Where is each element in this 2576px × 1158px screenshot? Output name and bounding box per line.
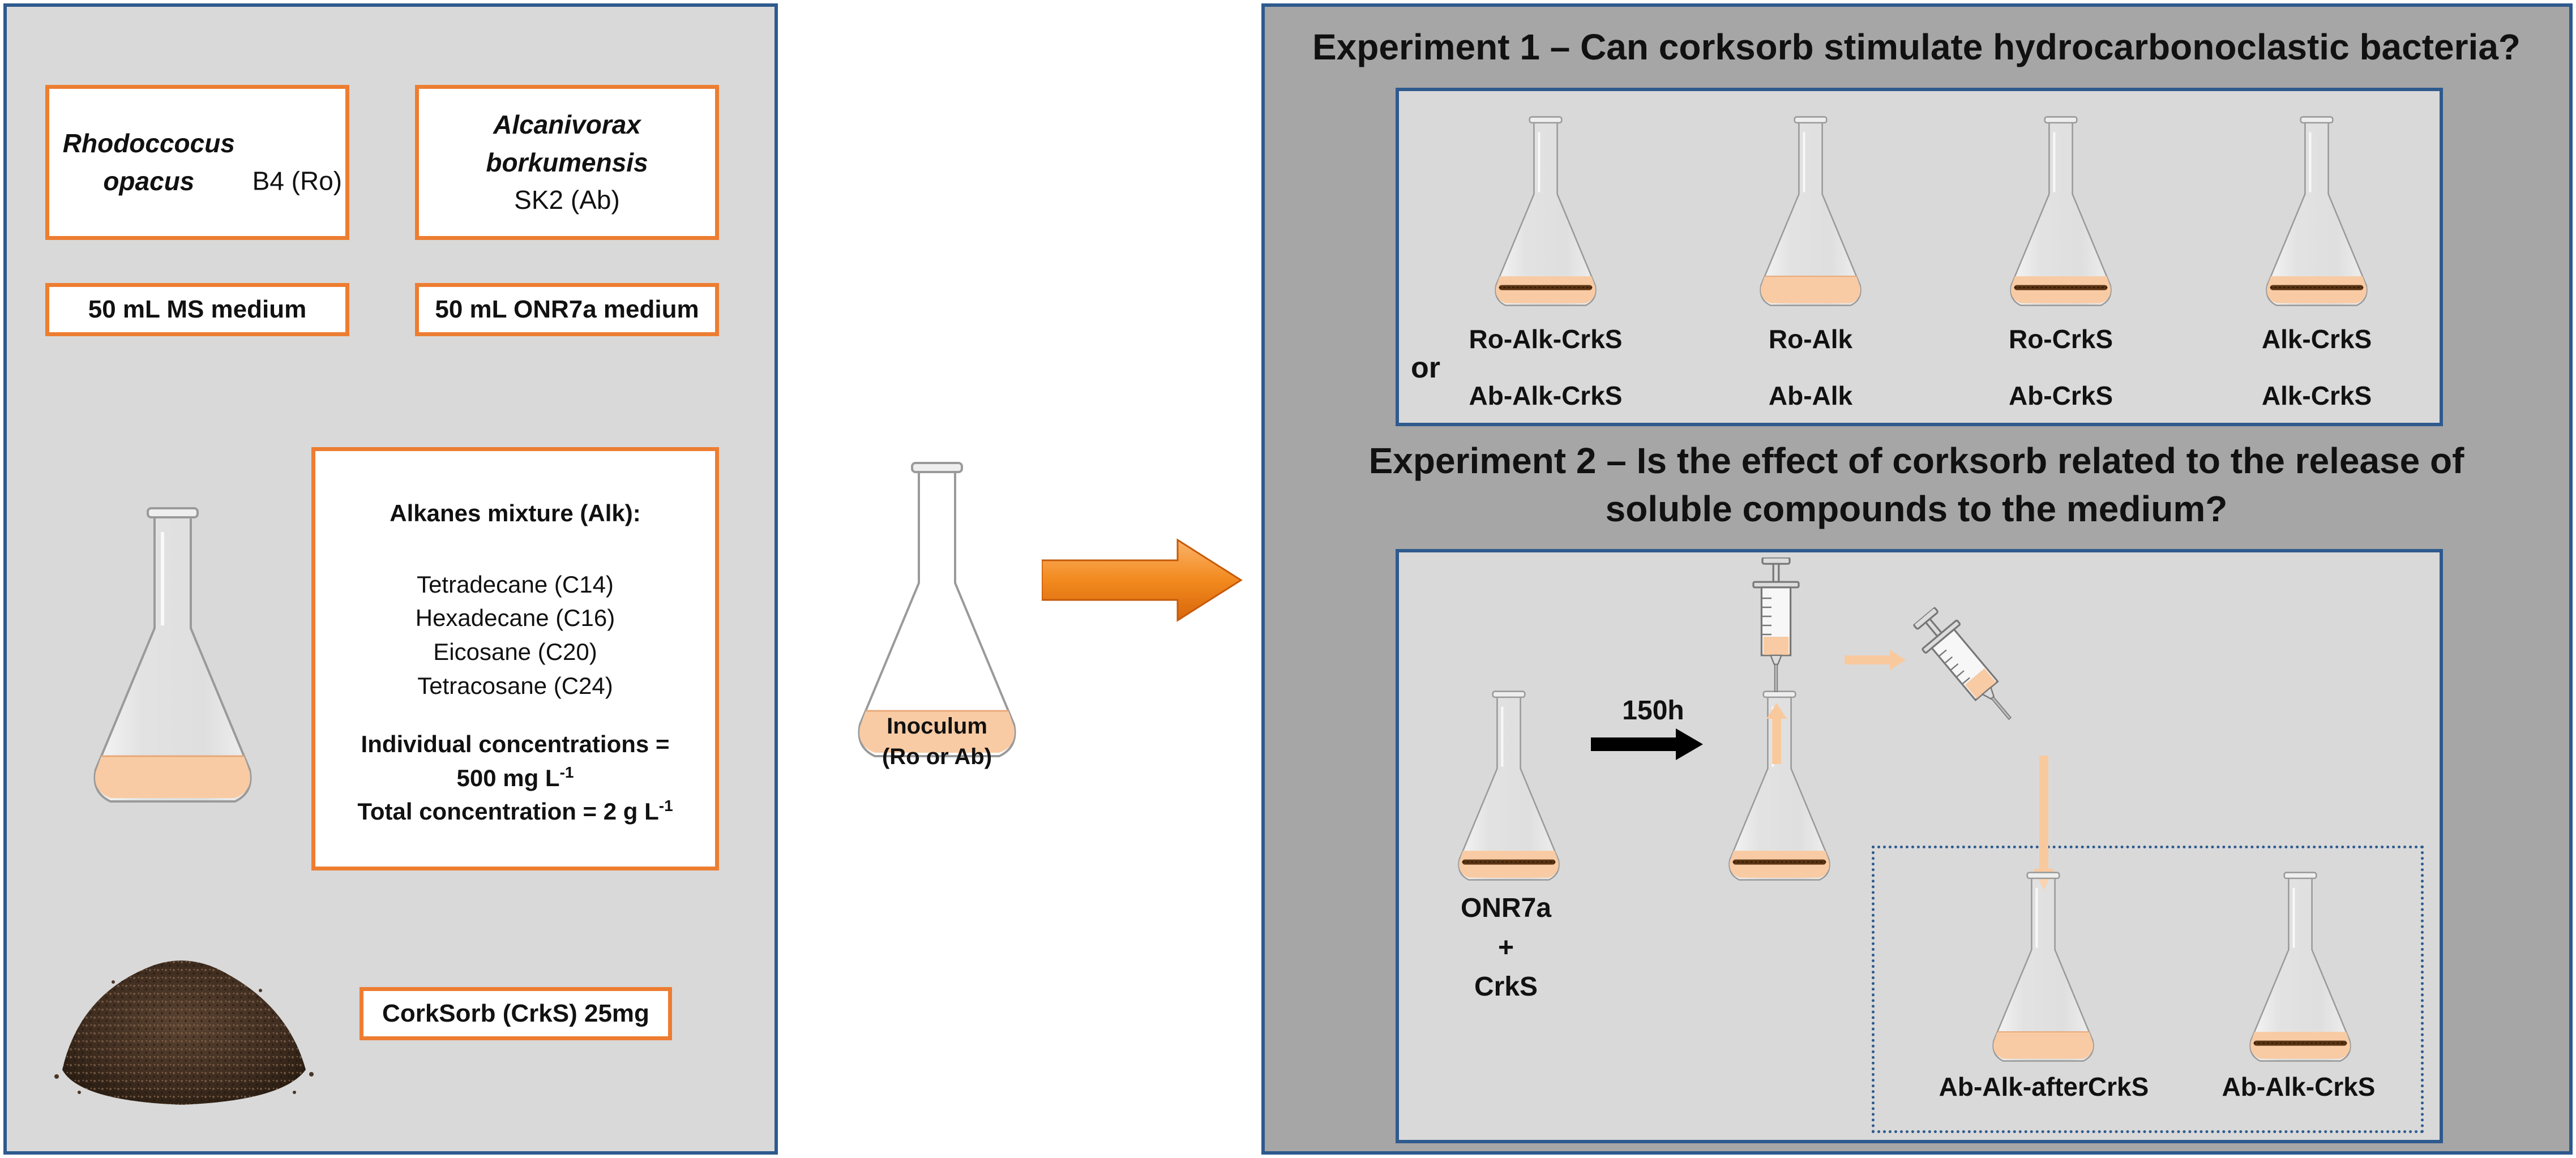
syringe-icon bbox=[1745, 557, 1807, 693]
exp2-start-label-line: + bbox=[1497, 932, 1514, 963]
individual-concentration-value: 500 mg L bbox=[456, 764, 560, 791]
inoculum-label-line1: Inoculum bbox=[887, 714, 987, 739]
exp1-label-top: Ro-Alk bbox=[1768, 324, 1853, 354]
exp1-label-top: Ro-CrkS bbox=[2008, 324, 2113, 354]
exp2-result-label-left: Ab-Alk-afterCrkS bbox=[1939, 1072, 2149, 1101]
individual-concentration-exponent: -1 bbox=[559, 763, 574, 781]
experiment2-title: Experiment 2 – Is the effect of corksorb… bbox=[1268, 437, 2565, 533]
strain-ro-box: Rhodoccocus opacus B4 (Ro) bbox=[45, 85, 349, 240]
ms-medium-label: 50 mL MS medium bbox=[88, 295, 307, 323]
alkane-item: Hexadecane (C16) bbox=[415, 604, 615, 632]
exp1-label-bottom: Ab-CrkS bbox=[2008, 381, 2113, 410]
strain-ab-species: Alcanivorax borkumensis bbox=[486, 109, 648, 177]
strain-ro-species: Rhodoccocus opacus bbox=[62, 128, 235, 196]
exp1-label-top: Ro-Alk-CrkS bbox=[1469, 324, 1623, 354]
or-label: or bbox=[1411, 351, 1440, 384]
corksorb-label: CorkSorb (CrkS) 25mg bbox=[382, 1000, 649, 1027]
exp2-start-label-line: CrkS bbox=[1474, 972, 1538, 1002]
experiment1-title: Experiment 1 – Can corksorb stimulate hy… bbox=[1312, 27, 2521, 67]
medium-flask bbox=[74, 498, 272, 815]
exp1-flask-alk-crks bbox=[2243, 110, 2390, 314]
alkane-item: Tetradecane (C14) bbox=[417, 571, 614, 598]
alkanes-title: Alkanes mixture (Alk): bbox=[390, 500, 641, 526]
onr7a-medium-box: 50 mL ONR7a medium bbox=[415, 283, 719, 336]
extraction-up-arrow bbox=[1766, 703, 1787, 764]
experiment2-title-line2: soluble compounds to the medium? bbox=[1605, 488, 2228, 530]
inject-down-arrow bbox=[2034, 756, 2054, 890]
exp2-result-flask-alk-crks bbox=[2224, 866, 2377, 1070]
total-concentration: Total concentration = 2 g L-1 bbox=[357, 795, 673, 829]
incubation-time-label: 150h bbox=[1622, 696, 1684, 726]
exp2-result-label-right: Ab-Alk-CrkS bbox=[2222, 1072, 2376, 1101]
alkane-item: Tetracosane (C24) bbox=[417, 672, 613, 699]
total-concentration-value: Total concentration = 2 g L bbox=[357, 798, 659, 825]
inoculum-label-line2: (Ro or Ab) bbox=[882, 744, 992, 769]
incubation-arrow bbox=[1591, 728, 1703, 760]
ms-medium-box: 50 mL MS medium bbox=[45, 283, 349, 336]
exp1-label-top: Alk-CrkS bbox=[2261, 324, 2372, 354]
inoculum-label: Inoculum (Ro or Ab) bbox=[838, 711, 1036, 772]
transfer-right-arrow bbox=[1845, 650, 1906, 670]
exp1-flask-ro-alk-crks bbox=[1472, 110, 1619, 314]
alkane-item: Eicosane (C20) bbox=[433, 638, 597, 665]
exp1-label-bottom: Ab-Alk-CrkS bbox=[1469, 381, 1623, 410]
strain-ab-code: SK2 (Ab) bbox=[514, 185, 620, 215]
exp2-start-label-line: ONR7a bbox=[1460, 893, 1552, 923]
exp2-start-flask bbox=[1432, 685, 1585, 889]
total-concentration-exponent: -1 bbox=[658, 797, 673, 815]
alkanes-box: Alkanes mixture (Alk): Tetradecane (C14)… bbox=[311, 447, 719, 870]
corksorb-pile-image bbox=[54, 960, 314, 1105]
experiment2-title-line1: Experiment 2 – Is the effect of corksorb… bbox=[1368, 440, 2464, 481]
onr7a-medium-label: 50 mL ONR7a medium bbox=[435, 295, 699, 323]
exp1-flask-ro-alk bbox=[1737, 110, 1884, 314]
strain-ab-box: Alcanivorax borkumensis SK2 (Ab) bbox=[415, 85, 719, 240]
process-arrow bbox=[1042, 538, 1243, 622]
result-group-dotted-box bbox=[1872, 846, 2424, 1133]
exp2-result-flask-after-crks bbox=[1967, 866, 2120, 1070]
exp1-flask-ro-crks bbox=[1987, 110, 2134, 314]
corksorb-box: CorkSorb (CrkS) 25mg bbox=[360, 987, 672, 1040]
individual-concentration: Individual concentrations = 500 mg L-1 bbox=[361, 727, 670, 795]
strain-ro-code: B4 (Ro) bbox=[245, 166, 343, 196]
individual-concentration-line1: Individual concentrations = bbox=[361, 731, 670, 758]
exp2-start-label: ONR7a + CrkS bbox=[1421, 889, 1591, 1007]
exp1-label-bottom: Ab-Alk bbox=[1768, 381, 1853, 410]
exp1-label-bottom: Alk-CrkS bbox=[2261, 381, 2372, 410]
